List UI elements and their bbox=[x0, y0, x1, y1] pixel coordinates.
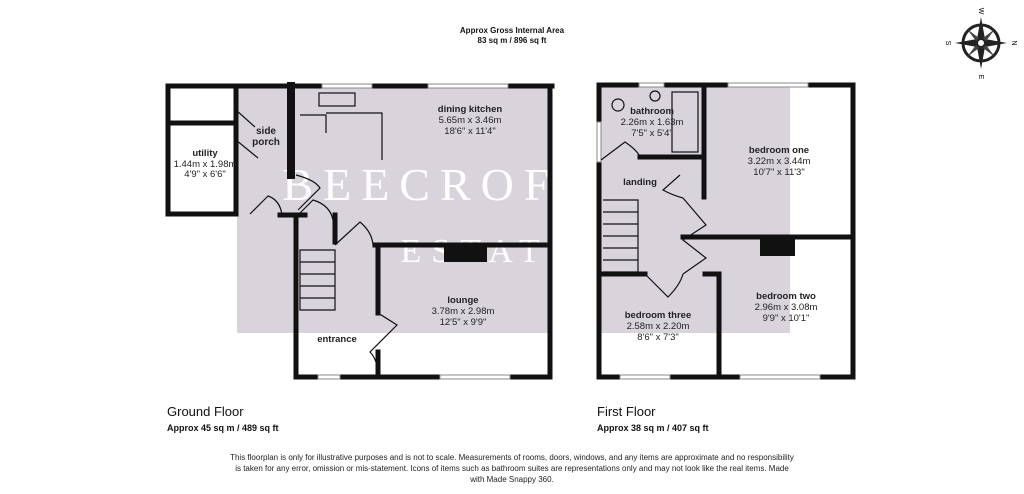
ground-floor-doors bbox=[235, 92, 398, 378]
ground-floor-walls bbox=[165, 82, 555, 380]
room-imperial: 9'9" x 10'1" bbox=[763, 313, 810, 324]
ground-floor-title: Ground Floor bbox=[167, 404, 244, 419]
room-metric: 5.65m x 3.46m bbox=[439, 115, 502, 126]
compass-e: E bbox=[977, 75, 984, 80]
room-metric: 3.22m x 3.44m bbox=[748, 156, 811, 167]
room-imperial: 10'7" x 11'3" bbox=[753, 167, 804, 178]
room-name-side-porch: porch bbox=[252, 137, 280, 148]
room-metric: 2.58m x 2.20m bbox=[627, 321, 690, 332]
gross-area-title: Approx Gross Internal Area bbox=[459, 26, 565, 35]
compass-w: W bbox=[977, 8, 984, 15]
room-name: utility bbox=[192, 148, 218, 159]
room-name: bedroom three bbox=[625, 310, 692, 321]
gross-area-value: 83 sq m / 896 sq ft bbox=[477, 36, 547, 45]
ground-floor-area: Approx 45 sq m / 489 sq ft bbox=[167, 423, 279, 433]
disclaimer: This floorplan is only for illustrative … bbox=[230, 453, 794, 484]
first-floor-doors bbox=[600, 90, 708, 298]
room-metric: 2.26m x 1.63m bbox=[621, 117, 684, 128]
room-metric: 3.78m x 2.98m bbox=[432, 306, 495, 317]
watermark-estates: ESTATES bbox=[401, 233, 610, 270]
room-name: entrance bbox=[317, 334, 357, 345]
first-floor-area: Approx 38 sq m / 407 sq ft bbox=[597, 423, 709, 433]
room-name: bedroom one bbox=[749, 145, 809, 156]
first-floor-walls bbox=[596, 82, 856, 380]
first-floor-title: First Floor bbox=[597, 404, 656, 419]
compass-n: N bbox=[1010, 40, 1017, 45]
room-imperial: 4'9" x 6'6" bbox=[184, 169, 226, 180]
room-name: bathroom bbox=[630, 106, 674, 117]
ground-room-labels: utility 1.44m x 1.98m 4'9" x 6'6" side p… bbox=[174, 104, 503, 345]
compass-s: S bbox=[944, 41, 951, 46]
room-name: lounge bbox=[447, 295, 478, 306]
room-name: landing bbox=[623, 177, 657, 188]
room-name: side bbox=[256, 126, 276, 137]
room-imperial: 7'5" x 5'4" bbox=[631, 128, 673, 139]
watermark-beecroft: BEECROFT bbox=[282, 159, 597, 210]
compass-icon: W S N E bbox=[944, 8, 1017, 80]
room-imperial: 8'6" x 7'3" bbox=[637, 332, 679, 343]
room-metric: 1.44m x 1.98m bbox=[174, 159, 237, 170]
room-name: dining kitchen bbox=[438, 104, 503, 115]
room-imperial: 18'6" x 11'4" bbox=[444, 126, 495, 137]
room-imperial: 12'5" x 9'9" bbox=[440, 317, 487, 328]
room-metric: 2.96m x 3.08m bbox=[755, 302, 818, 313]
room-name: bedroom two bbox=[756, 291, 816, 302]
first-room-labels: bathroom 2.26m x 1.63m 7'5" x 5'4" bedro… bbox=[621, 106, 818, 343]
